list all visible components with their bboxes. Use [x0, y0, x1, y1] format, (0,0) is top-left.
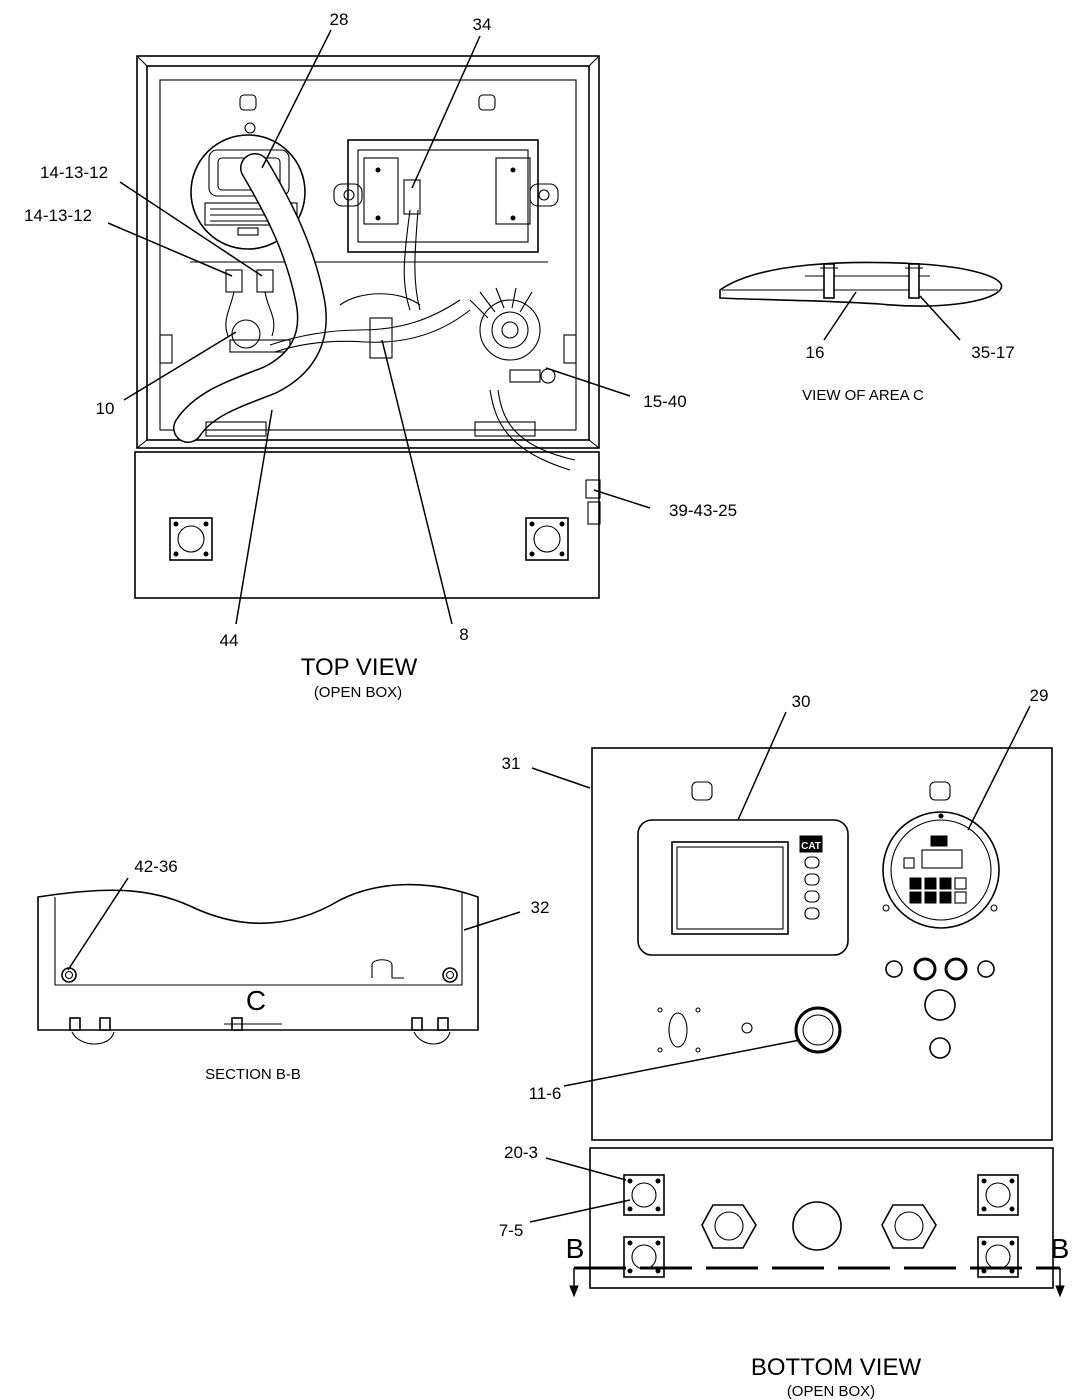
bottom-view-box-base [589, 1147, 1054, 1289]
bottom-view-subtitle: (OPEN BOX) [787, 1383, 875, 1400]
bottom-view-leaders [529, 705, 1031, 1223]
top-view-box-base [134, 451, 601, 599]
cable-gland-left [701, 1204, 757, 1249]
display-button-3 [804, 890, 820, 903]
callout-8: 8 [459, 625, 468, 644]
round-controller-29 [882, 811, 1000, 929]
display-button-1 [804, 856, 820, 869]
terminal-connectors [225, 269, 291, 353]
callout-7-5: 7-5 [499, 1221, 524, 1240]
callout-11-6: 11-6 [529, 1084, 562, 1103]
connector-lower-right [977, 1236, 1019, 1278]
callout-10: 10 [96, 399, 115, 418]
controller-brand-icon [930, 835, 948, 847]
bottom-view: CAT [499, 686, 1070, 1400]
area-c-marker: C [246, 985, 266, 1016]
section-bb: 42-36 32 C SECTION B-B [37, 857, 550, 1083]
callout-29: 29 [1030, 686, 1049, 705]
bottom-view-title: BOTTOM VIEW [751, 1354, 922, 1381]
connector-upper-left [623, 1174, 665, 1216]
connector-upper-right [977, 1174, 1019, 1216]
section-cut-line [569, 1266, 1065, 1298]
callout-16: 16 [806, 343, 825, 362]
callout-20-3: 20-3 [504, 1143, 538, 1162]
callout-32: 32 [531, 898, 550, 917]
latch-right [563, 334, 577, 364]
callout-28: 28 [330, 10, 349, 29]
display-panel-30: CAT [637, 819, 849, 956]
callout-44: 44 [220, 631, 239, 650]
control-switch [469, 287, 556, 384]
callout-14-13-12-lower: 14-13-12 [24, 206, 92, 225]
bottom-view-door [591, 747, 1053, 1141]
top-view-subtitle: (OPEN BOX) [314, 684, 402, 701]
cat-logo-icon [799, 835, 823, 853]
display-button-4 [804, 907, 820, 920]
controller-lcd [921, 849, 963, 869]
plug-center [792, 1201, 842, 1251]
callout-14-13-12-upper: 14-13-12 [40, 163, 108, 182]
top-view-door [136, 55, 600, 449]
callout-35-17: 35-17 [971, 343, 1014, 362]
hinge-right [474, 421, 536, 437]
callout-34: 34 [473, 15, 492, 34]
area-c-caption: VIEW OF AREA C [802, 387, 924, 404]
controller-keypad [909, 877, 967, 904]
callout-42-36: 42-36 [134, 857, 177, 876]
area-c-mark-bg [242, 988, 268, 1014]
latch-left [159, 334, 173, 364]
callout-30: 30 [792, 692, 811, 711]
top-view: 28 34 14-13-12 14-13-12 10 15-40 39-43-2… [24, 10, 737, 701]
section-letter-right: B [1051, 1233, 1070, 1264]
rect-display-rear [333, 139, 559, 253]
display-button-2 [804, 873, 820, 886]
round-display-rear [190, 122, 306, 250]
callout-31: 31 [502, 754, 521, 773]
panel-indicators [885, 957, 995, 1059]
hinge-left [205, 421, 267, 437]
connector-lower-left [623, 1236, 665, 1278]
section-letter-left: B [566, 1233, 585, 1264]
top-view-leaders [107, 29, 651, 625]
cable-gland-right [881, 1204, 937, 1249]
callout-15-40: 15-40 [643, 392, 686, 411]
wiring-harness-hose [173, 153, 576, 471]
section-bb-caption: SECTION B-B [205, 1066, 301, 1083]
control-knob-11 [657, 1006, 842, 1054]
callout-39-43-25: 39-43-25 [669, 501, 737, 520]
area-c-view: 16 35-17 VIEW OF AREA C [719, 261, 1015, 404]
top-view-title: TOP VIEW [301, 654, 418, 681]
section-bb-studs [69, 1017, 451, 1045]
cat-logo-text: CAT [801, 841, 821, 852]
